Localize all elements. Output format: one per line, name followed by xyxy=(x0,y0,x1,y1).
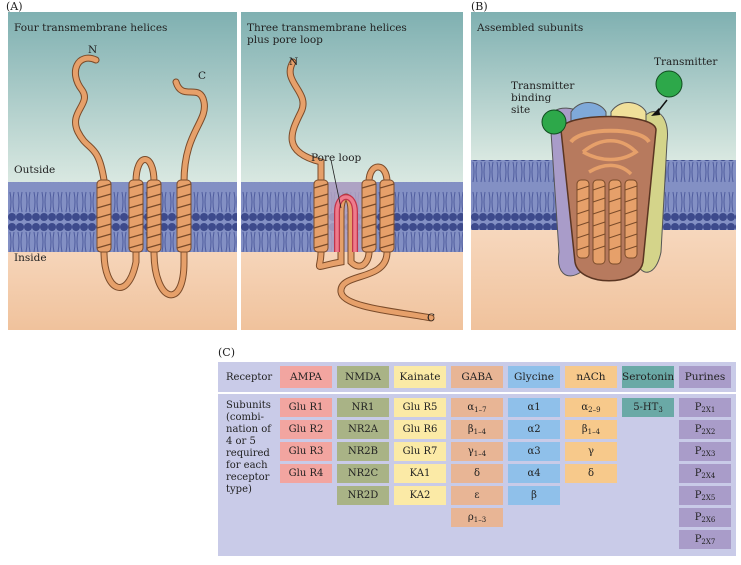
subunit-cell: α1–7 xyxy=(451,398,503,417)
receptor-header-nmda: NMDA xyxy=(337,366,389,388)
subunit-cell: P2X3 xyxy=(679,442,731,461)
binding-site-label-2: binding xyxy=(511,92,552,104)
subunit-cell: P2X2 xyxy=(679,420,731,439)
subunit-cell: γ xyxy=(565,442,617,461)
subunit-cell: NR2A xyxy=(337,420,389,439)
subunit-cell: NR2C xyxy=(337,464,389,483)
pore-loop-label: Pore loop xyxy=(311,152,362,164)
outside-label: Outside xyxy=(14,164,56,176)
panel-a2-title-line2: plus pore loop xyxy=(247,34,323,46)
panel-label-c: (C) xyxy=(218,346,235,359)
panel-a2-title-line1: Three transmembrane helices xyxy=(247,22,407,34)
subunit-cell: P2X4 xyxy=(679,464,731,483)
subunits-label-line: required xyxy=(226,448,270,459)
subunit-cell: KA1 xyxy=(394,464,446,483)
subunit-cell: NR1 xyxy=(337,398,389,417)
receptor-row-label: Receptor xyxy=(226,372,273,383)
subunit-cell: P2X1 xyxy=(679,398,731,417)
receptor-header-ampa: AMPA xyxy=(280,366,332,388)
assembled-receptor-diagram xyxy=(471,12,736,330)
subunit-cell: Glu R2 xyxy=(280,420,332,439)
receptor-header-purines: Purines xyxy=(679,366,731,388)
n-terminus-label: N xyxy=(289,56,299,68)
subunit-cell: δ xyxy=(565,464,617,483)
subunit-cell: Glu R1 xyxy=(280,398,332,417)
binding-site-label-3: site xyxy=(511,104,531,116)
four-helix-diagram xyxy=(8,12,237,330)
transmitter-label: Transmitter xyxy=(654,56,718,68)
panel-a-pore-loop: Three transmembrane helices plus pore lo… xyxy=(241,12,463,330)
subunit-cell: β1–4 xyxy=(451,420,503,439)
receptor-header-serotonin: Serotonin xyxy=(622,366,674,388)
panel-a-four-helices: Four transmembrane helices N C Outside I… xyxy=(8,12,237,330)
subunit-cell: α2 xyxy=(508,420,560,439)
subunit-cell: P2X6 xyxy=(679,508,731,527)
n-terminus-label: N xyxy=(88,44,98,56)
subunit-cell: β xyxy=(508,486,560,505)
subunit-cell: α3 xyxy=(508,442,560,461)
panel-label-a: (A) xyxy=(6,0,23,13)
subunit-cell: ε xyxy=(451,486,503,505)
receptor-header-nach: nACh xyxy=(565,366,617,388)
subunits-label-line: (combi- xyxy=(226,412,264,423)
panel-b-title: Assembled subunits xyxy=(477,22,584,34)
subunit-cell: NR2B xyxy=(337,442,389,461)
receptor-header-glycine: Glycine xyxy=(508,366,560,388)
subunits-label-line: 4 or 5 xyxy=(226,436,256,447)
panel-b-assembled-subunits: Assembled subunits Transmitter Transmitt… xyxy=(471,12,736,330)
subunit-cell: Glu R3 xyxy=(280,442,332,461)
subunits-label-line: for each xyxy=(226,460,268,471)
panel-label-b: (B) xyxy=(471,0,488,13)
table-separator xyxy=(218,392,736,394)
subunits-label-line: nation of xyxy=(226,424,271,435)
subunit-cell: P2X7 xyxy=(679,530,731,549)
subunit-cell: Glu R4 xyxy=(280,464,332,483)
subunit-cell: α1 xyxy=(508,398,560,417)
subunit-cell: γ1–4 xyxy=(451,442,503,461)
subunit-cell: Glu R5 xyxy=(394,398,446,417)
subunit-cell: β1–4 xyxy=(565,420,617,439)
subunits-label-line: type) xyxy=(226,484,252,495)
subunits-label-line: Subunits xyxy=(226,400,271,411)
subunit-cell: 5-HT3 xyxy=(622,398,674,417)
receptor-header-gaba: GABA xyxy=(451,366,503,388)
subunits-label-line: receptor xyxy=(226,472,270,483)
subunit-cell: P2X5 xyxy=(679,486,731,505)
subunit-cell: Glu R6 xyxy=(394,420,446,439)
binding-site-label-1: Transmitter xyxy=(511,80,575,92)
inside-label: Inside xyxy=(14,252,47,264)
subunit-cell: ρ1–3 xyxy=(451,508,503,527)
subunit-cell: α2–9 xyxy=(565,398,617,417)
pore-loop-diagram xyxy=(241,12,463,330)
subunit-cell: NR2D xyxy=(337,486,389,505)
receptor-header-kainate: Kainate xyxy=(394,366,446,388)
c-terminus-label: C xyxy=(427,312,436,324)
panel-a1-title: Four transmembrane helices xyxy=(14,22,168,34)
subunit-cell: KA2 xyxy=(394,486,446,505)
subunit-cell: δ xyxy=(451,464,503,483)
subunit-cell: α4 xyxy=(508,464,560,483)
subunit-cell: Glu R7 xyxy=(394,442,446,461)
c-terminus-label: C xyxy=(198,70,207,82)
